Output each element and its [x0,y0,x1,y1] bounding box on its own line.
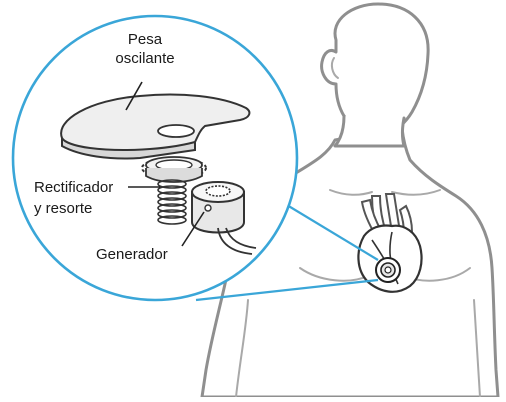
implanted-device [376,258,400,282]
label-rect-line1: Rectificador [34,179,113,196]
label-pesa-line2: oscilante [115,50,174,67]
neck-outline [335,116,404,146]
rectifier-gear [142,157,206,182]
label-generador: Generador [96,246,168,263]
weight-hole [158,125,194,137]
head-outline [322,4,429,134]
label-rect-line2: y resorte [34,200,92,217]
label-pesa-line1: Pesa [128,31,163,48]
